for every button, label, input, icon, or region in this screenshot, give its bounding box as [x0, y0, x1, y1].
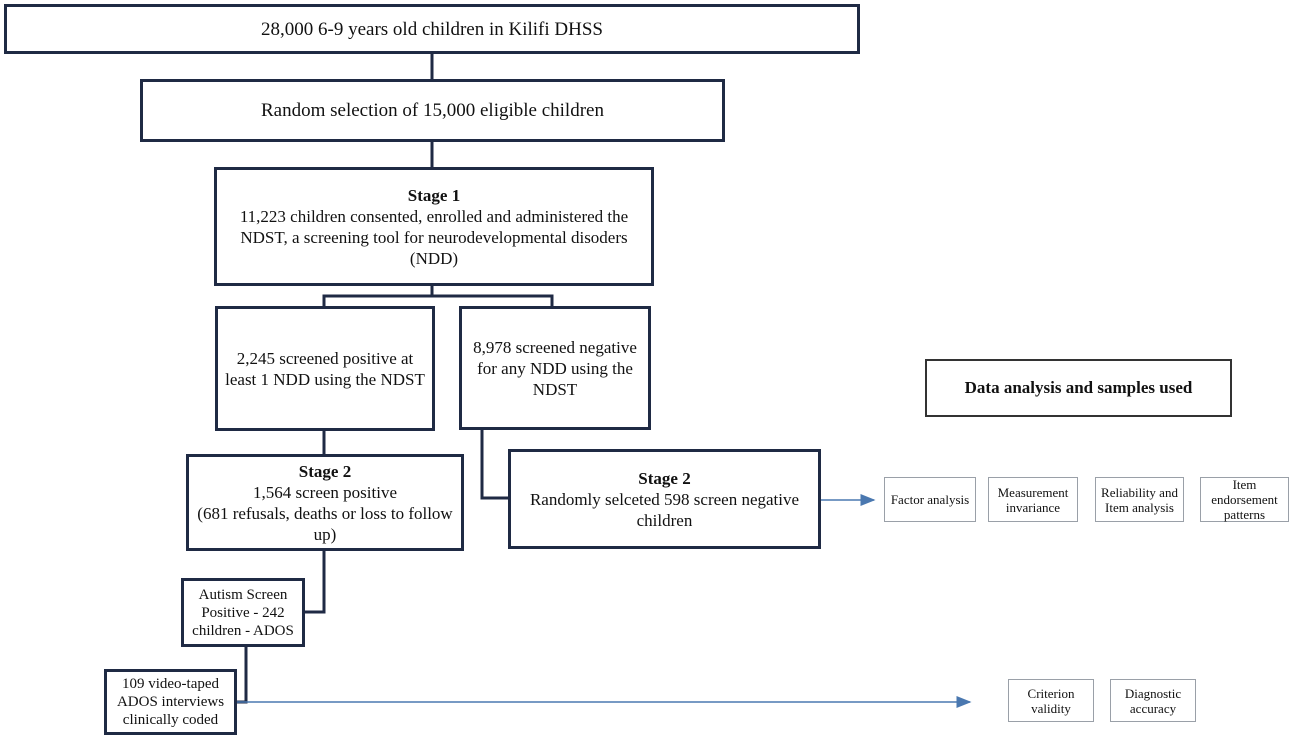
stage1-text: 11,223 children consented, enrolled and … [239, 206, 629, 268]
item-endorsement-box: Item endorsement patterns [1200, 477, 1289, 522]
autism-screen-text: Autism Screen Positive - 242 children - … [192, 586, 294, 639]
factor-analysis-box: Factor analysis [884, 477, 976, 522]
measurement-invariance-label: Measurement invariance [997, 484, 1069, 515]
connector-negative-to-stage2 [480, 428, 510, 500]
video-taped-box: 109 video-taped ADOS interviews clinical… [104, 669, 237, 735]
reliability-item-analysis-box: Reliability and Item analysis [1095, 477, 1184, 522]
analysis-title: Data analysis and samples used [964, 378, 1193, 397]
stage2-positive-box: Stage 2 1,564 screen positive (681 refus… [186, 454, 464, 551]
criterion-validity-label: Criterion validity [1027, 685, 1075, 716]
autism-screen-box: Autism Screen Positive - 242 children - … [181, 578, 305, 647]
random-selection-box: Random selection of 15,000 eligible chil… [140, 79, 725, 142]
criterion-validity-box: Criterion validity [1008, 679, 1094, 722]
diagnostic-accuracy-box: Diagnostic accuracy [1110, 679, 1196, 722]
screened-positive-box: 2,245 screened positive at least 1 NDD u… [215, 306, 435, 431]
population-box: 28,000 6-9 years old children in Kilifi … [4, 4, 860, 54]
stage2-positive-line1: 1,564 screen positive [253, 482, 397, 502]
population-text: 28,000 6-9 years old children in Kilifi … [261, 18, 603, 40]
random-selection-text: Random selection of 15,000 eligible chil… [261, 100, 604, 121]
stage2-positive-heading: Stage 2 [298, 461, 352, 481]
item-endorsement-label: Item endorsement patterns [1211, 477, 1278, 522]
diagnostic-accuracy-label: Diagnostic accuracy [1124, 685, 1182, 716]
factor-analysis-label: Factor analysis [890, 492, 970, 507]
video-taped-text: 109 video-taped ADOS interviews clinical… [116, 676, 225, 728]
stage2-negative-box: Stage 2 Randomly selceted 598 screen neg… [508, 449, 821, 549]
reliability-item-analysis-label: Reliability and Item analysis [1101, 484, 1178, 515]
stage1-heading: Stage 1 [407, 185, 461, 205]
analysis-title-box: Data analysis and samples used [925, 359, 1232, 417]
connector-stage1-split [322, 294, 554, 307]
measurement-invariance-box: Measurement invariance [988, 477, 1078, 522]
connector-autism-to-video [236, 646, 248, 704]
screened-positive-text: 2,245 screened positive at least 1 NDD u… [225, 348, 425, 389]
connector-stage2-to-autism [304, 550, 326, 614]
stage1-box: Stage 1 11,223 children consented, enrol… [214, 167, 654, 286]
stage2-negative-heading: Stage 2 [638, 468, 691, 488]
stage2-negative-text: Randomly selceted 598 screen negative ch… [529, 489, 800, 530]
stage2-positive-line2: (681 refusals, deaths or loss to follow … [197, 503, 453, 544]
screened-negative-text: 8,978 screened negative for any NDD usin… [473, 337, 637, 399]
screened-negative-box: 8,978 screened negative for any NDD usin… [459, 306, 651, 430]
